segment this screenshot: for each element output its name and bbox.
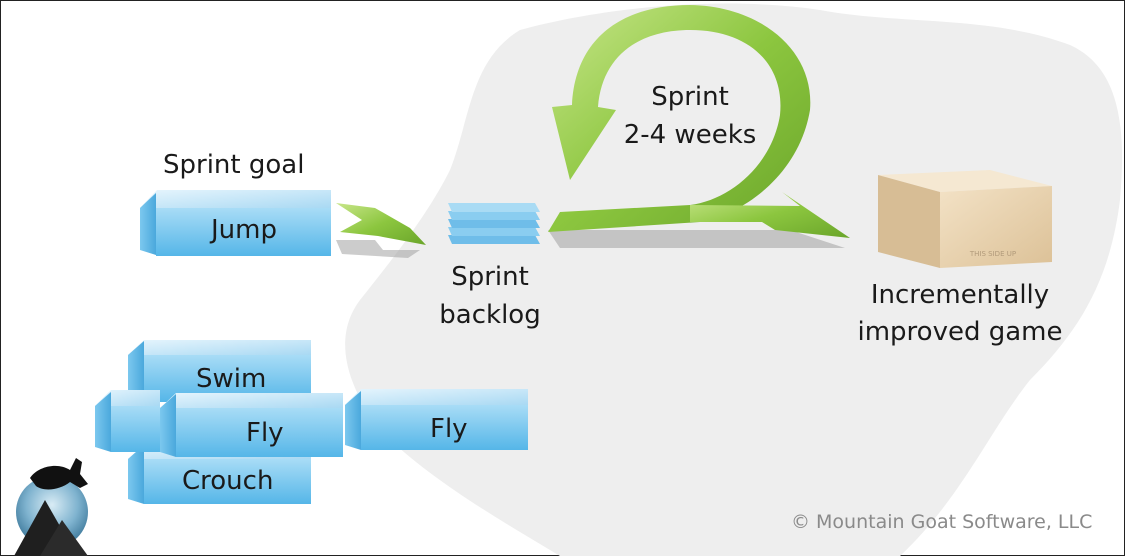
result-line2: improved game [857,317,1063,347]
product-backlog-item-crouch: Crouch [182,466,274,496]
sprint-loop-arrow [548,5,850,248]
sprint-cycle-line1: Sprint [651,82,729,112]
sprint-goal-label: Sprint goal [163,150,305,180]
sprint-goal-block [140,190,331,256]
block-fly-left [95,390,343,457]
sprint-backlog-stack [448,203,540,244]
product-backlog-item-fly-2: Fly [430,414,468,444]
sprint-cycle-line2: 2-4 weeks [623,120,757,150]
backlog-label-line2: backlog [439,300,541,330]
map-background [345,3,1123,556]
product-backlog-item-swim: Swim [196,364,267,394]
game-box: THIS SIDE UP [878,170,1052,268]
to-backlog-arrow [336,203,426,258]
product-backlog-item-fly: Fly [246,418,284,448]
block-fly-right [345,389,528,450]
result-line1: Incrementally [870,280,1050,310]
backlog-label-line1: Sprint [451,262,529,292]
mountain-goat-logo-icon [14,458,88,556]
copyright-text: © Mountain Goat Software, LLC [791,511,1093,533]
box-stamp: THIS SIDE UP [969,250,1016,258]
sprint-goal-item: Jump [211,215,277,245]
